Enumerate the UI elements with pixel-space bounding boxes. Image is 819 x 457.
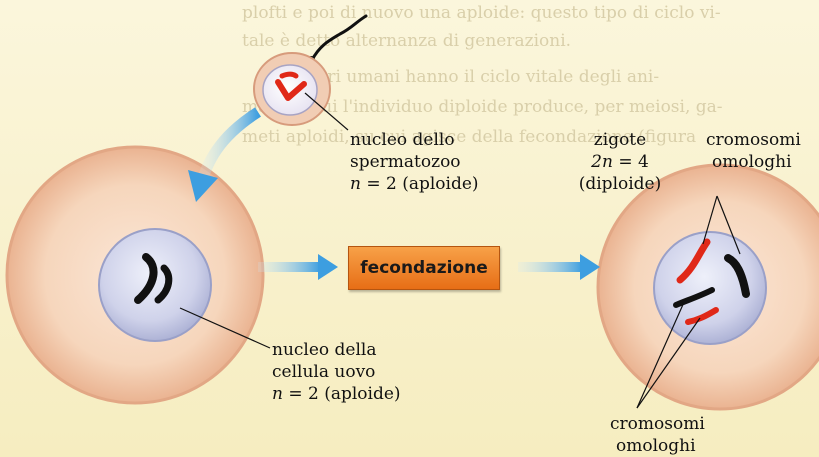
egg-nucleus-label-line2: cellula uovo (272, 362, 375, 382)
egg-nucleus-label-line1: nucleo della (272, 340, 377, 360)
paternal-chromosome (282, 74, 296, 76)
arrow-right (258, 254, 338, 280)
sperm-cell (254, 16, 366, 125)
homologous-bottom-label-line2: omologhi (616, 436, 696, 456)
sperm-nucleus-label-line1: nucleo dello (350, 130, 455, 150)
zygote-label-line3: (diploide) (564, 174, 676, 194)
homologous-bottom-label-line1: cromosomi (610, 414, 705, 434)
sperm-tail (312, 16, 366, 60)
zygote-label-line1: zigote (584, 130, 656, 150)
fertilization-box: fecondazione (348, 246, 500, 290)
homologous-top-label-line1: cromosomi (706, 130, 801, 150)
egg-nucleus-label-line3: n = 2 (aploide) (272, 384, 401, 404)
zygote-label-line2: 2n = 4 (566, 152, 674, 172)
sperm-nucleus-label-line3: n = 2 (aploide) (350, 174, 479, 194)
homologous-top-label-line2: omologhi (712, 152, 792, 172)
fertilization-label: fecondazione (360, 258, 487, 278)
arrow-right (518, 254, 600, 280)
egg-nucleus (99, 229, 211, 341)
egg-cell (7, 147, 263, 403)
sperm-nucleus-label-line2: spermatozoo (350, 152, 461, 172)
zygote-cell (598, 165, 819, 409)
